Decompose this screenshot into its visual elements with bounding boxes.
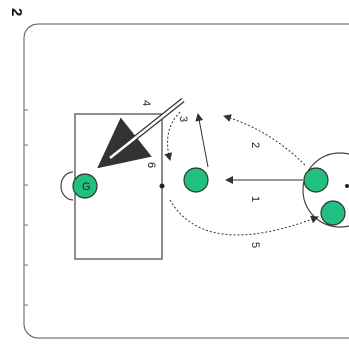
right-player-bottom: [320, 200, 346, 226]
field-boundary: [23, 23, 349, 339]
label-2: 2: [249, 142, 261, 148]
arrow-2: [223, 114, 306, 166]
label-6: 6: [145, 162, 157, 168]
diagram-number: 2: [8, 8, 25, 16]
label-5: 5: [249, 242, 261, 248]
cone-marker: [159, 183, 165, 189]
keeper-marker: G: [82, 181, 91, 193]
arrow-4-inner: [109, 99, 184, 159]
goalkeeper-player: [72, 173, 98, 199]
arrow-5: [169, 199, 319, 236]
label-4: 4: [140, 100, 152, 106]
label-3: 3: [177, 116, 189, 122]
goal-arc: [60, 171, 74, 201]
start-zone-circle: [302, 152, 349, 228]
left-border-ticks: [24, 109, 28, 306]
middle-player: [183, 167, 209, 193]
arrow-3: [195, 113, 209, 168]
ball-marker: [345, 184, 349, 188]
label-1: 1: [249, 196, 261, 202]
right-player-top: [303, 167, 329, 193]
arrow-4-run: [164, 111, 181, 161]
